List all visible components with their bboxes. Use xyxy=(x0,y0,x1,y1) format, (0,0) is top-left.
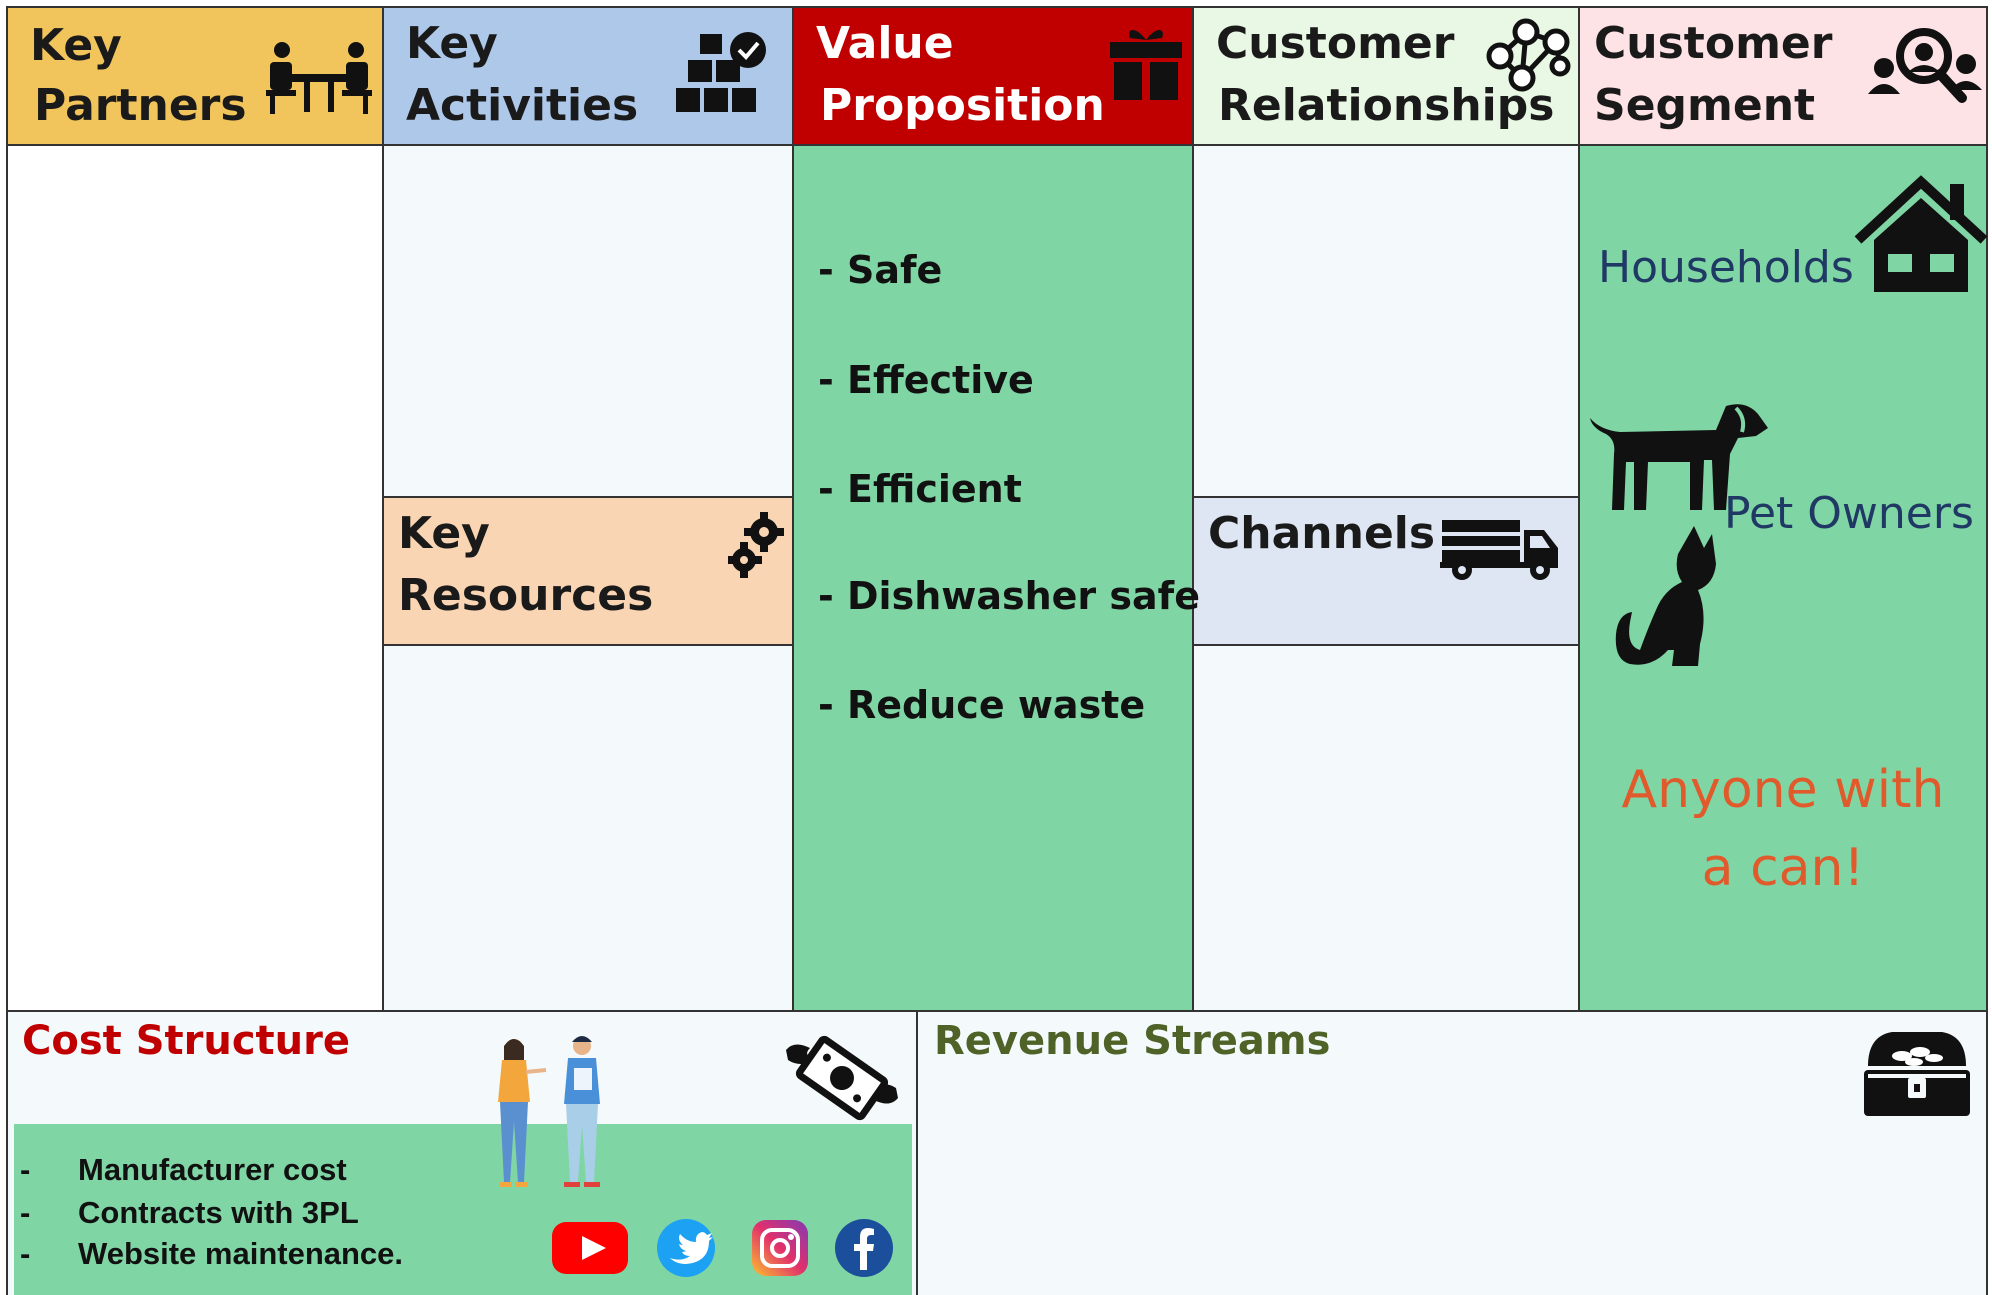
boxes-check-icon xyxy=(676,32,766,112)
key-activities-title-line1: Key xyxy=(406,18,498,69)
value-item-reduce-waste: - Reduce waste xyxy=(818,683,1146,727)
segment-anyone-line1: Anyone with xyxy=(1621,760,1945,820)
gears-icon xyxy=(728,512,784,578)
value-item-efficient: - Efficient xyxy=(818,467,1022,511)
key-partners-title-line2: Partners xyxy=(34,80,247,131)
user-search-icon xyxy=(1868,28,1982,103)
segment-households: Households xyxy=(1598,242,1854,293)
flying-money-icon xyxy=(786,1035,898,1121)
customer-relationships-title-line2: Relationships xyxy=(1218,80,1555,131)
value-proposition-header: Value Proposition xyxy=(792,6,1194,146)
facebook-icon[interactable] xyxy=(834,1218,894,1278)
youtube-icon[interactable] xyxy=(550,1220,630,1276)
key-partners-body xyxy=(6,144,384,1012)
key-activities-body xyxy=(382,144,794,498)
value-item-safe: - Safe xyxy=(818,248,943,292)
key-activities-header: Key Activities xyxy=(382,6,794,146)
key-resources-body xyxy=(382,644,794,1012)
key-partners-title-line1: Key xyxy=(30,20,122,71)
value-proposition-title-line1: Value xyxy=(816,18,954,69)
dog-icon xyxy=(1590,404,1768,510)
segment-anyone-line2: a can! xyxy=(1701,838,1865,898)
treasure-chest-icon xyxy=(1864,1032,1970,1116)
value-item-dishwasher-safe: - Dishwasher safe xyxy=(818,574,1200,618)
customer-relationships-title-line1: Customer xyxy=(1216,18,1455,69)
customer-segment-title-line1: Customer xyxy=(1594,18,1833,69)
channels-body xyxy=(1192,644,1580,1012)
instagram-icon[interactable] xyxy=(750,1218,810,1278)
channels-title: Channels xyxy=(1208,508,1436,559)
key-activities-title-line2: Activities xyxy=(406,80,639,131)
cost-bullet-3: - xyxy=(20,1236,31,1271)
value-proposition-title-line2: Proposition xyxy=(820,80,1105,131)
channels-header: Channels xyxy=(1192,496,1580,646)
value-item-effective: - Effective xyxy=(818,358,1034,402)
cost-structure-title: Cost Structure xyxy=(22,1018,350,1064)
customer-relationships-header: Customer Relationships xyxy=(1192,6,1580,146)
cost-bullet-1: - xyxy=(20,1152,31,1187)
cat-icon xyxy=(1615,526,1716,666)
key-partners-header: Key Partners xyxy=(6,6,384,146)
revenue-streams-title: Revenue Streams xyxy=(934,1018,1331,1064)
cost-item-3pl: Contracts with 3PL xyxy=(78,1195,359,1230)
customer-segment-title-line2: Segment xyxy=(1594,80,1816,131)
customer-segment-header: Customer Segment xyxy=(1578,6,1988,146)
key-resources-title-line2: Resources xyxy=(398,570,654,621)
twitter-icon[interactable] xyxy=(656,1218,716,1278)
value-proposition-body xyxy=(792,144,1194,1012)
truck-icon xyxy=(1440,520,1558,580)
segment-pet-owners: Pet Owners xyxy=(1724,488,1974,539)
key-resources-title-line1: Key xyxy=(398,508,490,559)
key-resources-header: Key Resources xyxy=(382,496,794,646)
revenue-streams-panel: Revenue Streams xyxy=(916,1010,1988,1295)
customer-relationships-body xyxy=(1192,144,1580,498)
meeting-table-icon xyxy=(266,42,372,114)
cost-bullet-2: - xyxy=(20,1195,31,1230)
cost-item-website: Website maintenance. xyxy=(78,1236,404,1271)
gift-icon xyxy=(1110,30,1182,100)
cost-item-manufacturer: Manufacturer cost xyxy=(78,1152,347,1187)
house-icon xyxy=(1854,175,1988,292)
people-illustration xyxy=(498,1036,600,1187)
network-icon xyxy=(1486,18,1571,92)
